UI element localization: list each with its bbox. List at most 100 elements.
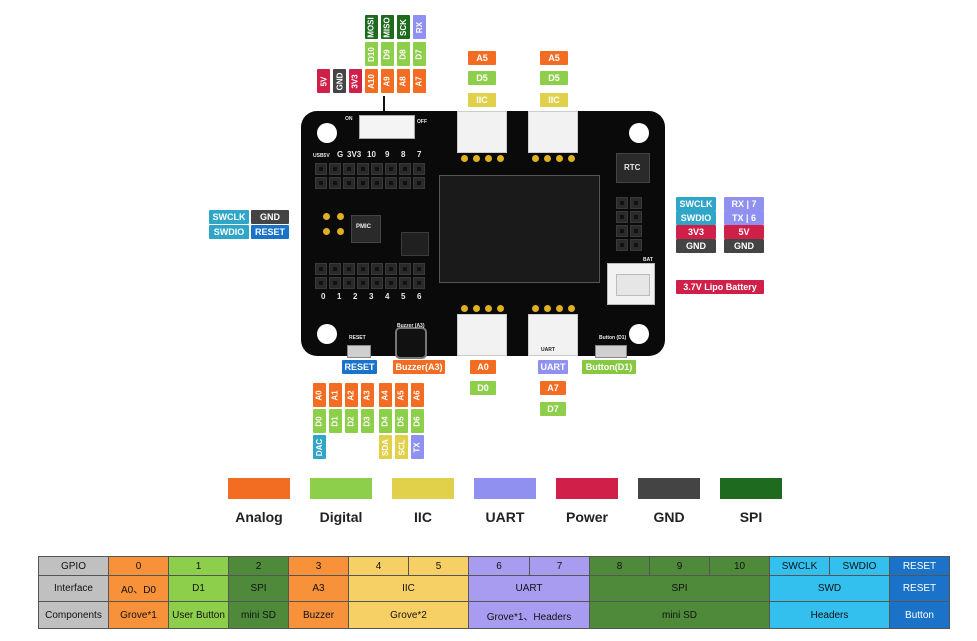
grove4-pad-2 [544,305,551,312]
grove2-pad-1 [532,155,539,162]
left-swclk-label: SWCLK [209,210,249,224]
interface-4-5: IIC [348,575,469,602]
pin-label-scl: SCL [395,435,408,459]
grove3-pad-1 [461,305,468,312]
pin-label-d0: D0 [313,409,326,433]
gpio-swdio: SWDIO [829,556,890,576]
silk-4: 4 [385,292,390,301]
pin-label-d9: D9 [381,42,394,66]
silk-1: 1 [337,292,342,301]
components-3: Buzzer [288,601,349,629]
pin-label-d1: D1 [329,409,342,433]
small-chip [401,232,429,256]
pin-label-a8: A8 [397,69,410,93]
interface-2: SPI [228,575,289,602]
right-swclk-label: SWCLK [676,197,716,211]
row-label-gpio: GPIO [38,556,109,576]
row-label-components: Components [38,601,109,629]
grove-connector-bottom-1[interactable] [457,314,507,356]
gpio-8: 8 [589,556,650,576]
bat-silk: BAT [643,257,653,263]
pin-label-sda: SDA [379,435,392,459]
grove2-pad-3 [556,155,563,162]
gpio-3: 3 [288,556,349,576]
button-silk: Button (D1) [599,335,627,341]
button-label: Button(D1) [582,360,636,374]
gpio-1: 1 [168,556,229,576]
grove3-pad-2 [473,305,480,312]
mount-hole-tl [317,123,337,143]
buzzer [395,327,427,359]
xiao-expansion-board: ON OFF USB5V G 3V3 10 9 8 7 0 1 2 3 4 5 … [301,111,665,359]
header-leader-line [383,96,385,114]
table-row-components: Components Grove*1 User Button mini SD B… [38,601,950,629]
reset-button[interactable] [347,345,371,358]
silk-3: 3 [369,292,374,301]
pin-label-a6: A6 [411,383,424,407]
components-swd: Headers [769,601,890,629]
user-button[interactable] [595,345,627,358]
interface-1: D1 [168,575,229,602]
pin-label-d5: D5 [395,409,408,433]
right-gnd2-label: GND [724,239,764,253]
legend-swatch-digital [310,478,372,499]
components-reset: Button [889,601,950,629]
components-6-7: Grove*1、Headers [468,601,590,629]
legend-label-analog: Analog [235,509,283,525]
right-swdio-label: SWDIO [676,211,716,225]
pin-label-a10: A10 [365,69,378,93]
components-1: User Button [168,601,229,629]
silk-usb5v: USB5V [313,153,330,159]
on-silk: ON [345,116,353,122]
battery-connector-slot [616,274,650,296]
legend-label-iic: IIC [414,509,432,525]
grove-connector-bottom-2[interactable] [528,314,578,356]
pin-label-a7: A7 [413,69,426,93]
grove2-a5-label: A5 [540,51,568,65]
pin-label-miso: MISO [381,15,394,39]
pin-label-d6: D6 [411,409,424,433]
pin-label-3v3: 3V3 [349,69,362,93]
gpio-9: 9 [649,556,710,576]
pin-label-5v: 5V [317,69,330,93]
grove2-iic-label: IIC [540,93,568,107]
battery-connector[interactable] [607,263,655,305]
legend-label-digital: Digital [319,509,363,525]
components-2: mini SD [228,601,289,629]
grove4-pad-1 [532,305,539,312]
power-switch[interactable] [359,115,415,139]
row-label-interface: Interface [38,575,109,602]
silk-3v3: 3V3 [347,150,362,159]
uart-label: UART [538,360,568,374]
legend-swatch-iic [392,478,454,499]
grove-a0-label: A0 [470,360,496,374]
grove1-d5-label: D5 [468,71,496,85]
grove-a7-label: A7 [540,381,566,395]
right-header [616,197,644,253]
right-rx7-label: RX | 7 [724,197,764,211]
table-row-interface: Interface A0、D0 D1 SPI A3 IIC UART SPI S… [38,575,950,602]
pin-label-gnd: GND [333,69,346,93]
pin-label-a3: A3 [361,383,374,407]
legend-swatch-uart [474,478,536,499]
pin-label-a4: A4 [379,383,392,407]
interface-reset: RESET [889,575,950,602]
grove-connector-top-2[interactable] [528,111,578,153]
grove-connector-top-1[interactable] [457,111,507,153]
legend-swatch-spi [720,478,782,499]
silk-2: 2 [353,292,358,301]
grove2-d5-label: D5 [540,71,568,85]
uart-silk: UART [541,347,555,353]
pin-label-d7: D7 [413,42,426,66]
pin-label-a0: A0 [313,383,326,407]
swd-pad-1 [323,213,330,220]
pin-label-tx: TX [411,435,424,459]
buzzer-label: Buzzer(A3) [393,360,445,374]
interface-6-7: UART [468,575,590,602]
mount-hole-br [629,324,649,344]
grove1-iic-label: IIC [468,93,496,107]
right-5v-label: 5V [724,225,764,239]
gpio-0: 0 [108,556,169,576]
silk-0: 0 [321,292,326,301]
table-row-gpio: GPIO 0 1 2 3 4 5 6 7 8 9 10 SWCLK SWDIO … [38,556,950,576]
